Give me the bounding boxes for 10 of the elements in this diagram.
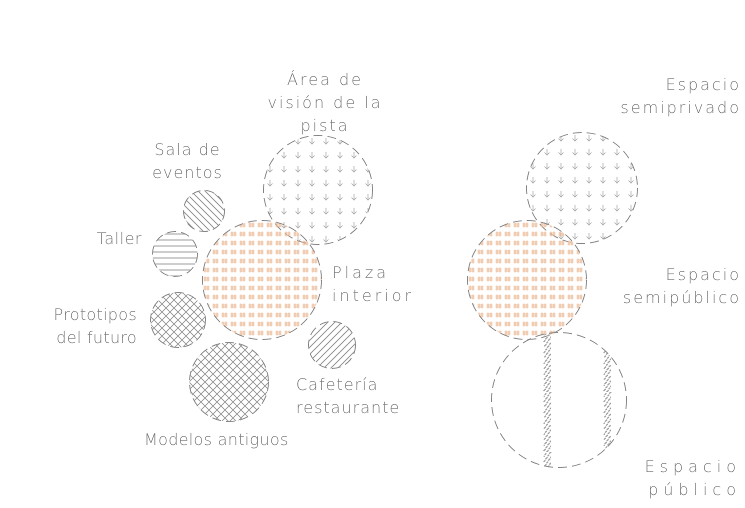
zone-label: Prototipos del futuro	[52, 304, 137, 349]
zone-label: Taller	[96, 228, 142, 250]
zone-label: Cafetería restaurante	[296, 374, 402, 419]
zone-label: Modelos antiguos	[144, 429, 290, 451]
zone-label: Área de visión de la pista	[266, 69, 384, 137]
zone-label: Sala de eventos	[151, 139, 224, 184]
zone-label: Espacio semiprivado	[619, 74, 741, 119]
zone-label: Plaza interior	[332, 262, 410, 307]
zone-label: Espacio público	[644, 456, 741, 501]
zone-label: Espacio semipúblico	[622, 264, 741, 309]
